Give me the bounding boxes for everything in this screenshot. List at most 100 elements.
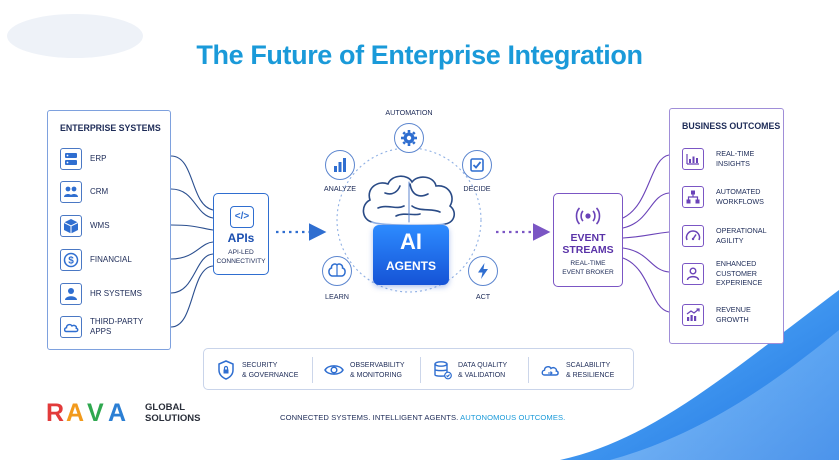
workflow-icon bbox=[682, 186, 704, 208]
outcome-item: REVENUE GROWTH bbox=[682, 301, 784, 337]
dollar-icon: $ bbox=[60, 249, 82, 271]
capabilities-bar: SECURITY & GOVERNANCE OBSERVABILITY & MO… bbox=[203, 348, 634, 390]
server-icon bbox=[60, 148, 82, 170]
capability-label: SCALABILITY & RESILIENCE bbox=[566, 361, 614, 380]
system-label: THIRD-PARTY APPS bbox=[90, 317, 143, 337]
apis-sub-line2: CONNECTIVITY bbox=[216, 257, 266, 265]
capability-observability: OBSERVABILITY & MONITORING bbox=[312, 349, 420, 391]
outcome-line2: INSIGHTS bbox=[716, 158, 750, 168]
system-item-crm: CRM bbox=[60, 181, 170, 203]
cycle-label-act: ACT bbox=[475, 292, 491, 301]
outcome-label: OPERATIONAL AGILITY bbox=[716, 226, 767, 245]
gauge-icon bbox=[682, 225, 704, 247]
logo-letter: A bbox=[66, 399, 85, 427]
users-icon bbox=[60, 181, 82, 203]
outcome-line1: REAL-TIME bbox=[716, 149, 755, 158]
outcome-line1: ENHANCED bbox=[716, 259, 757, 268]
logo-subtitle: GLOBAL SOLUTIONS bbox=[145, 402, 200, 424]
shield-lock-icon bbox=[218, 360, 234, 380]
ai-cycle-orbit bbox=[336, 147, 482, 293]
systems-connectors bbox=[170, 155, 214, 328]
outcome-line2: WORKFLOWS bbox=[716, 196, 764, 206]
apis-title: APIs bbox=[227, 231, 255, 245]
code-icon: </> bbox=[230, 206, 254, 228]
capability-line1: SCALABILITY bbox=[566, 362, 611, 369]
person-icon bbox=[60, 283, 82, 305]
cycle-label-learn: LEARN bbox=[325, 292, 349, 301]
apis-subtitle: API-LED CONNECTIVITY bbox=[214, 249, 268, 266]
system-label: HR SYSTEMS bbox=[90, 289, 143, 298]
event-streams-node: EVENT STREAMS REAL-TIME EVENT BROKER bbox=[553, 193, 623, 287]
outcome-item: REAL-TIME INSIGHTS bbox=[682, 145, 784, 181]
business-outcomes-panel: BUSINESS OUTCOMES REAL-TIME INSIGHTS AUT… bbox=[669, 108, 784, 344]
system-label: WMS bbox=[90, 221, 110, 230]
enterprise-systems-heading: ENTERPRISE SYSTEMS bbox=[60, 123, 161, 133]
cycle-label-automation: AUTOMATION bbox=[385, 108, 433, 117]
enterprise-systems-panel: ENTERPRISE SYSTEMS ERP CRM WMS $ FINANCI… bbox=[47, 110, 171, 350]
outcome-label: REAL-TIME INSIGHTS bbox=[716, 149, 754, 168]
cloud-icon bbox=[60, 316, 82, 338]
capability-line1: OBSERVABILITY bbox=[350, 362, 405, 369]
tagline: CONNECTED SYSTEMS. INTELLIGENT AGENTS. A… bbox=[280, 413, 565, 422]
outcome-connectors bbox=[622, 154, 670, 313]
capability-line2: & GOVERNANCE bbox=[242, 371, 299, 379]
bar-chart-icon bbox=[325, 150, 355, 180]
decorative-blob bbox=[7, 14, 143, 58]
apis-sub-line1: API-LED bbox=[228, 249, 254, 256]
apis-node: </> APIs API-LED CONNECTIVITY bbox=[213, 193, 269, 275]
system-label: CRM bbox=[90, 187, 109, 196]
outcome-line2: CUSTOMER bbox=[716, 268, 757, 278]
event-sub-line2: EVENT BROKER bbox=[562, 268, 614, 276]
person-icon bbox=[682, 263, 704, 285]
svg-text:$: $ bbox=[68, 256, 74, 267]
outcome-line1: REVENUE bbox=[716, 305, 751, 314]
logo-sub-line1: GLOBAL bbox=[145, 402, 186, 413]
cycle-label-analyze: ANALYZE bbox=[323, 184, 357, 193]
cycle-label-decide: DECIDE bbox=[463, 184, 491, 193]
event-title-line1: EVENT bbox=[570, 232, 606, 244]
capability-label: DATA QUALITY & VALIDATION bbox=[458, 361, 507, 380]
system-label-line1: THIRD-PARTY bbox=[90, 317, 144, 326]
outcome-line1: OPERATIONAL bbox=[716, 226, 767, 235]
ai-title: AI bbox=[400, 229, 422, 254]
system-item-third-party: THIRD-PARTY APPS bbox=[60, 316, 170, 338]
outcome-item: OPERATIONAL AGILITY bbox=[682, 222, 784, 258]
capability-security: SECURITY & GOVERNANCE bbox=[204, 349, 312, 391]
outcome-item: ENHANCED CUSTOMER EXPERIENCE bbox=[682, 259, 784, 295]
logo-letter: A bbox=[108, 399, 127, 427]
outcome-line2: GROWTH bbox=[716, 314, 749, 324]
outcome-line2: AGILITY bbox=[716, 235, 744, 245]
outcome-label: REVENUE GROWTH bbox=[716, 305, 751, 324]
logo-sub-line2: SOLUTIONS bbox=[145, 413, 201, 424]
outcome-label: ENHANCED CUSTOMER EXPERIENCE bbox=[716, 259, 762, 288]
event-streams-subtitle: REAL-TIME EVENT BROKER bbox=[554, 260, 622, 277]
system-item-wms: WMS bbox=[60, 215, 170, 237]
system-label-line2: APPS bbox=[90, 327, 112, 336]
event-title-line2: STREAMS bbox=[562, 244, 614, 256]
ai-agents-node: AI AGENTS bbox=[373, 225, 449, 285]
eye-icon bbox=[324, 365, 344, 375]
capability-data-quality: DATA QUALITY & VALIDATION bbox=[420, 349, 528, 391]
system-label: ERP bbox=[90, 154, 107, 163]
logo-letter: R bbox=[46, 399, 65, 427]
box-icon bbox=[60, 215, 82, 237]
capability-label: SECURITY & GOVERNANCE bbox=[242, 361, 298, 380]
capability-line2: & RESILIENCE bbox=[566, 371, 615, 379]
capability-scalability: SCALABILITY & RESILIENCE bbox=[528, 349, 636, 391]
ai-subtitle: AGENTS bbox=[385, 259, 436, 273]
capability-line1: SECURITY bbox=[242, 362, 278, 369]
outcome-label: AUTOMATED WORKFLOWS bbox=[716, 187, 764, 206]
system-label: FINANCIAL bbox=[90, 255, 132, 264]
tagline-part2: AUTONOMOUS OUTCOMES. bbox=[460, 413, 566, 422]
event-sub-line1: REAL-TIME bbox=[570, 260, 606, 267]
checkbox-icon bbox=[462, 150, 492, 180]
outcome-line3: EXPERIENCE bbox=[716, 278, 763, 287]
rava-logo: R A V A GLOBAL SOLUTIONS bbox=[46, 400, 216, 426]
system-item-hr: HR SYSTEMS bbox=[60, 283, 170, 305]
growth-chart-icon bbox=[682, 304, 704, 326]
database-check-icon bbox=[434, 361, 452, 380]
divider bbox=[528, 357, 529, 383]
gear-icon bbox=[394, 123, 424, 153]
capability-label: OBSERVABILITY & MONITORING bbox=[350, 361, 405, 380]
